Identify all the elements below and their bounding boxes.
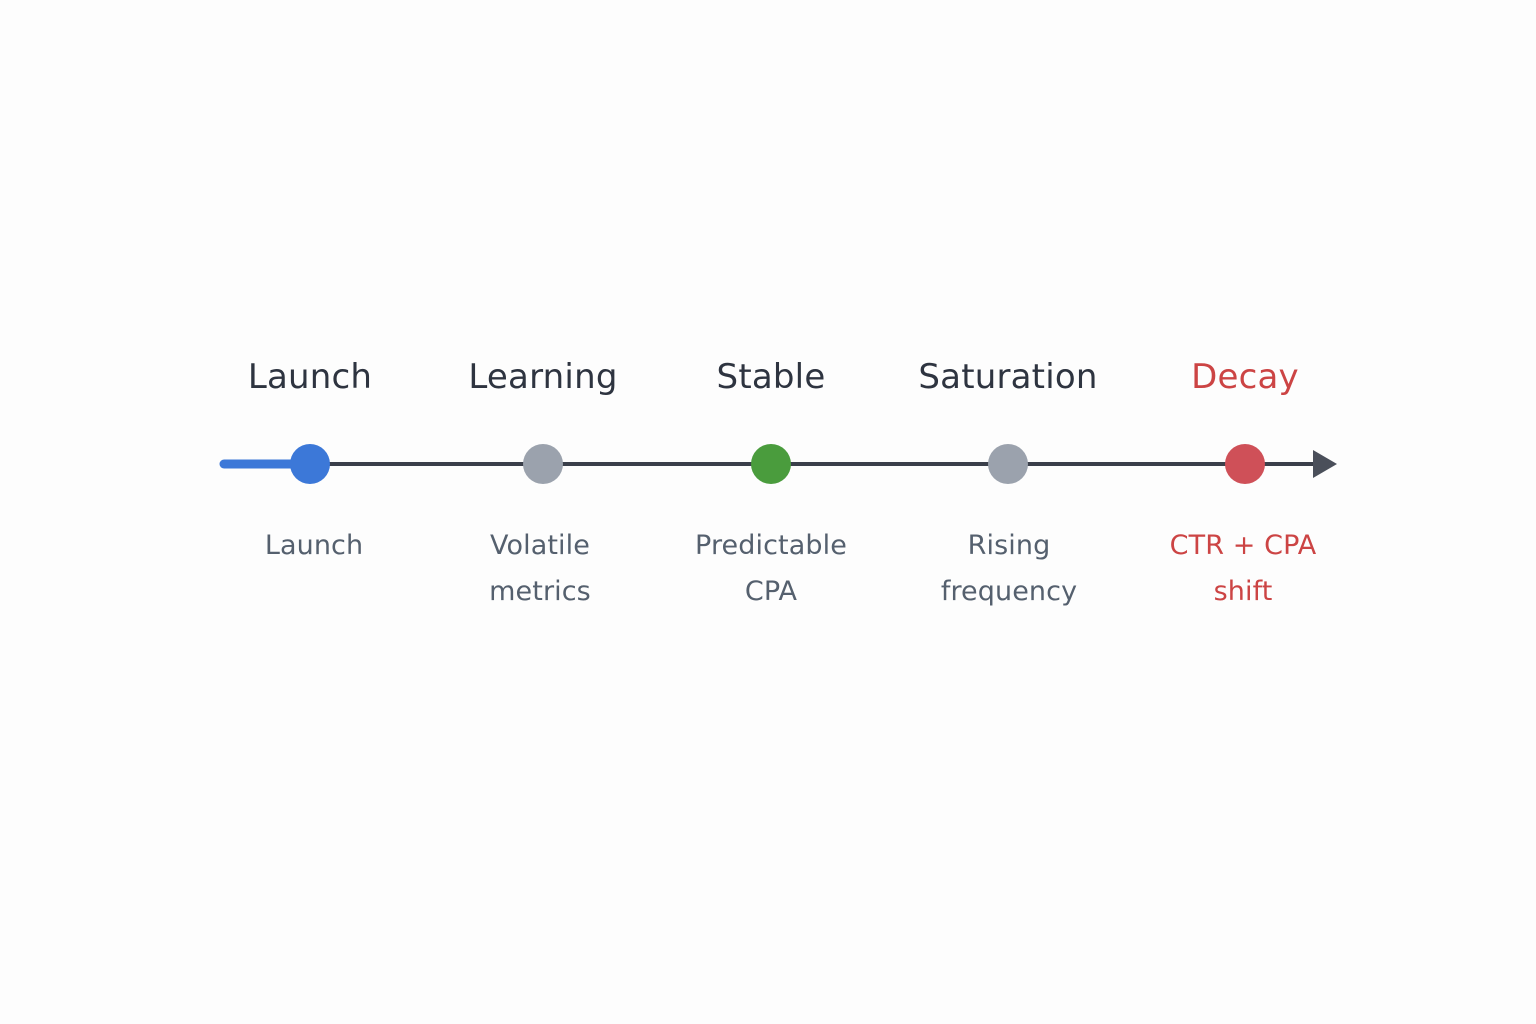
stage-caption-decay: CTR + CPA shift [1169, 530, 1317, 607]
stage-caption-stable: Predictable CPA [695, 530, 847, 607]
stage-node-stable[interactable] [751, 444, 791, 484]
stage-title-decay: Decay [1191, 357, 1299, 397]
stage-node-learning[interactable] [523, 444, 563, 484]
stage-title-launch: Launch [247, 357, 373, 397]
stage-caption-learning: Volatile metrics [489, 530, 591, 607]
stage-caption-launch: Launch [264, 530, 364, 561]
stage-node-group [290, 444, 1265, 484]
stage-node-decay[interactable] [1225, 444, 1265, 484]
stage-caption-saturation: Rising frequency [940, 530, 1078, 607]
stage-node-launch[interactable] [290, 444, 330, 484]
stage-node-saturation[interactable] [988, 444, 1028, 484]
right-arrow-icon [1313, 450, 1337, 478]
stage-title-stable: Stable [716, 357, 826, 397]
stage-title-learning: Learning [468, 357, 618, 397]
stage-title-saturation: Saturation [918, 357, 1098, 397]
